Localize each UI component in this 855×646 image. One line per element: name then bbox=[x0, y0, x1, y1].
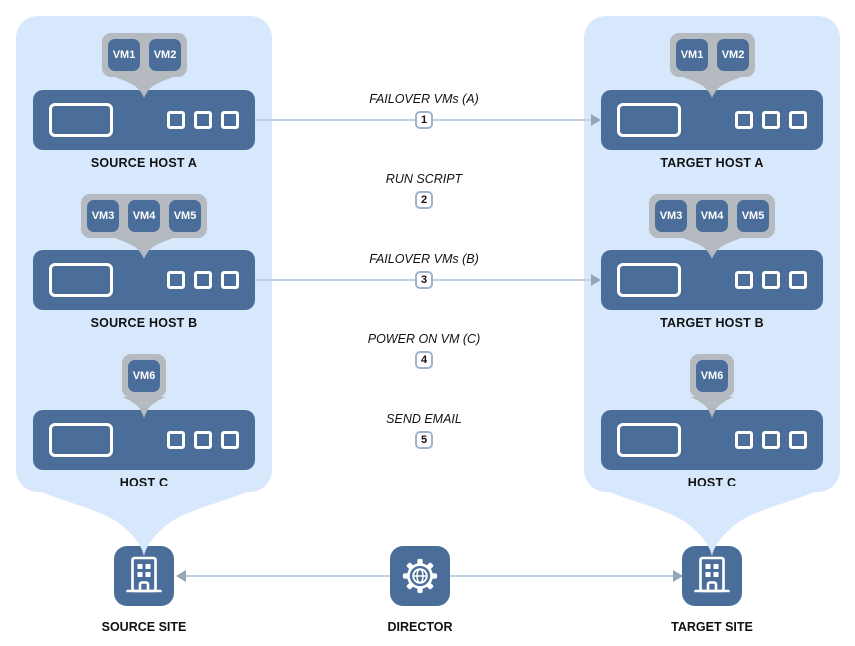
step-label-5: SEND EMAIL bbox=[386, 412, 462, 426]
host-drive-slots bbox=[735, 431, 807, 449]
gear-globe-icon bbox=[402, 558, 438, 594]
vm-group-target-b: VM3 VM4 VM5 bbox=[649, 194, 775, 238]
vm-chip: VM3 bbox=[87, 200, 119, 232]
step-badge-3: 3 bbox=[415, 271, 433, 289]
host-screen bbox=[617, 263, 681, 297]
host-drive-slots bbox=[735, 111, 807, 129]
host-drive-slots bbox=[167, 111, 239, 129]
vm-chip: VM2 bbox=[717, 39, 749, 71]
vm-chip: VM5 bbox=[737, 200, 769, 232]
drive-slot-icon bbox=[167, 111, 185, 129]
vm-group-target-a: VM1 VM2 bbox=[670, 33, 755, 77]
host-drive-slots bbox=[735, 271, 807, 289]
host-drive-slots bbox=[167, 431, 239, 449]
drive-slot-icon bbox=[789, 111, 807, 129]
host-screen bbox=[49, 423, 113, 457]
vm-chip: VM5 bbox=[169, 200, 201, 232]
director-to-source-arrowhead-icon bbox=[176, 570, 186, 582]
director-to-target-line bbox=[450, 575, 673, 577]
failover-a-arrowhead-icon bbox=[591, 114, 601, 126]
drive-slot-icon bbox=[221, 271, 239, 289]
drive-slot-icon bbox=[762, 271, 780, 289]
vm-group-source-a: VM1 VM2 bbox=[102, 33, 187, 77]
vm-chip: VM1 bbox=[676, 39, 708, 71]
vm-chip: VM6 bbox=[696, 360, 728, 392]
host-label-source-c: HOST C bbox=[119, 476, 169, 490]
host-screen bbox=[617, 423, 681, 457]
vm-chip: VM4 bbox=[696, 200, 728, 232]
director-to-source-line bbox=[186, 575, 390, 577]
drive-slot-icon bbox=[194, 111, 212, 129]
host-source-c bbox=[33, 410, 255, 470]
host-screen bbox=[49, 263, 113, 297]
director-label: DIRECTOR bbox=[387, 620, 453, 634]
drive-slot-icon bbox=[762, 431, 780, 449]
source-site-label: SOURCE SITE bbox=[101, 620, 187, 634]
host-target-c bbox=[601, 410, 823, 470]
director-box bbox=[390, 546, 450, 606]
drive-slot-icon bbox=[194, 271, 212, 289]
vm-group-target-c: VM6 bbox=[690, 354, 734, 398]
host-label-target-b: TARGET HOST B bbox=[660, 316, 764, 330]
host-label-source-a: SOURCE HOST A bbox=[90, 156, 198, 170]
vm-chip: VM3 bbox=[655, 200, 687, 232]
host-source-b bbox=[33, 250, 255, 310]
step-label-4: POWER ON VM (C) bbox=[367, 332, 481, 346]
host-label-target-c: HOST C bbox=[687, 476, 737, 490]
drive-slot-icon bbox=[221, 111, 239, 129]
drive-slot-icon bbox=[221, 431, 239, 449]
building-icon bbox=[126, 556, 162, 593]
drive-slot-icon bbox=[194, 431, 212, 449]
failover-b-arrowhead-icon bbox=[591, 274, 601, 286]
vm-chip: VM2 bbox=[149, 39, 181, 71]
vm-group-source-b: VM3 VM4 VM5 bbox=[81, 194, 207, 238]
vm-group-source-c: VM6 bbox=[122, 354, 166, 398]
vm-chip: VM6 bbox=[128, 360, 160, 392]
host-screen bbox=[617, 103, 681, 137]
host-drive-slots bbox=[167, 271, 239, 289]
host-screen bbox=[49, 103, 113, 137]
step-label-3: FAILOVER VMs (B) bbox=[369, 252, 479, 266]
drive-slot-icon bbox=[167, 431, 185, 449]
step-label-2: RUN SCRIPT bbox=[385, 172, 463, 186]
host-target-a bbox=[601, 90, 823, 150]
step-badge-4: 4 bbox=[415, 351, 433, 369]
host-label-source-b: SOURCE HOST B bbox=[90, 316, 198, 330]
target-site-box bbox=[682, 546, 742, 606]
drive-slot-icon bbox=[789, 431, 807, 449]
step-badge-2: 2 bbox=[415, 191, 433, 209]
host-target-b bbox=[601, 250, 823, 310]
target-site-label: TARGET SITE bbox=[671, 620, 753, 634]
source-site-box bbox=[114, 546, 174, 606]
vm-chip: VM4 bbox=[128, 200, 160, 232]
building-icon bbox=[694, 556, 730, 593]
drive-slot-icon bbox=[789, 271, 807, 289]
drive-slot-icon bbox=[735, 271, 753, 289]
host-label-target-a: TARGET HOST A bbox=[660, 156, 764, 170]
drive-slot-icon bbox=[167, 271, 185, 289]
step-label-1: FAILOVER VMs (A) bbox=[369, 92, 479, 106]
drive-slot-icon bbox=[762, 111, 780, 129]
step-badge-1: 1 bbox=[415, 111, 433, 129]
director-to-target-arrowhead-icon bbox=[673, 570, 683, 582]
drive-slot-icon bbox=[735, 111, 753, 129]
drive-slot-icon bbox=[735, 431, 753, 449]
host-source-a bbox=[33, 90, 255, 150]
vm-chip: VM1 bbox=[108, 39, 140, 71]
step-badge-5: 5 bbox=[415, 431, 433, 449]
